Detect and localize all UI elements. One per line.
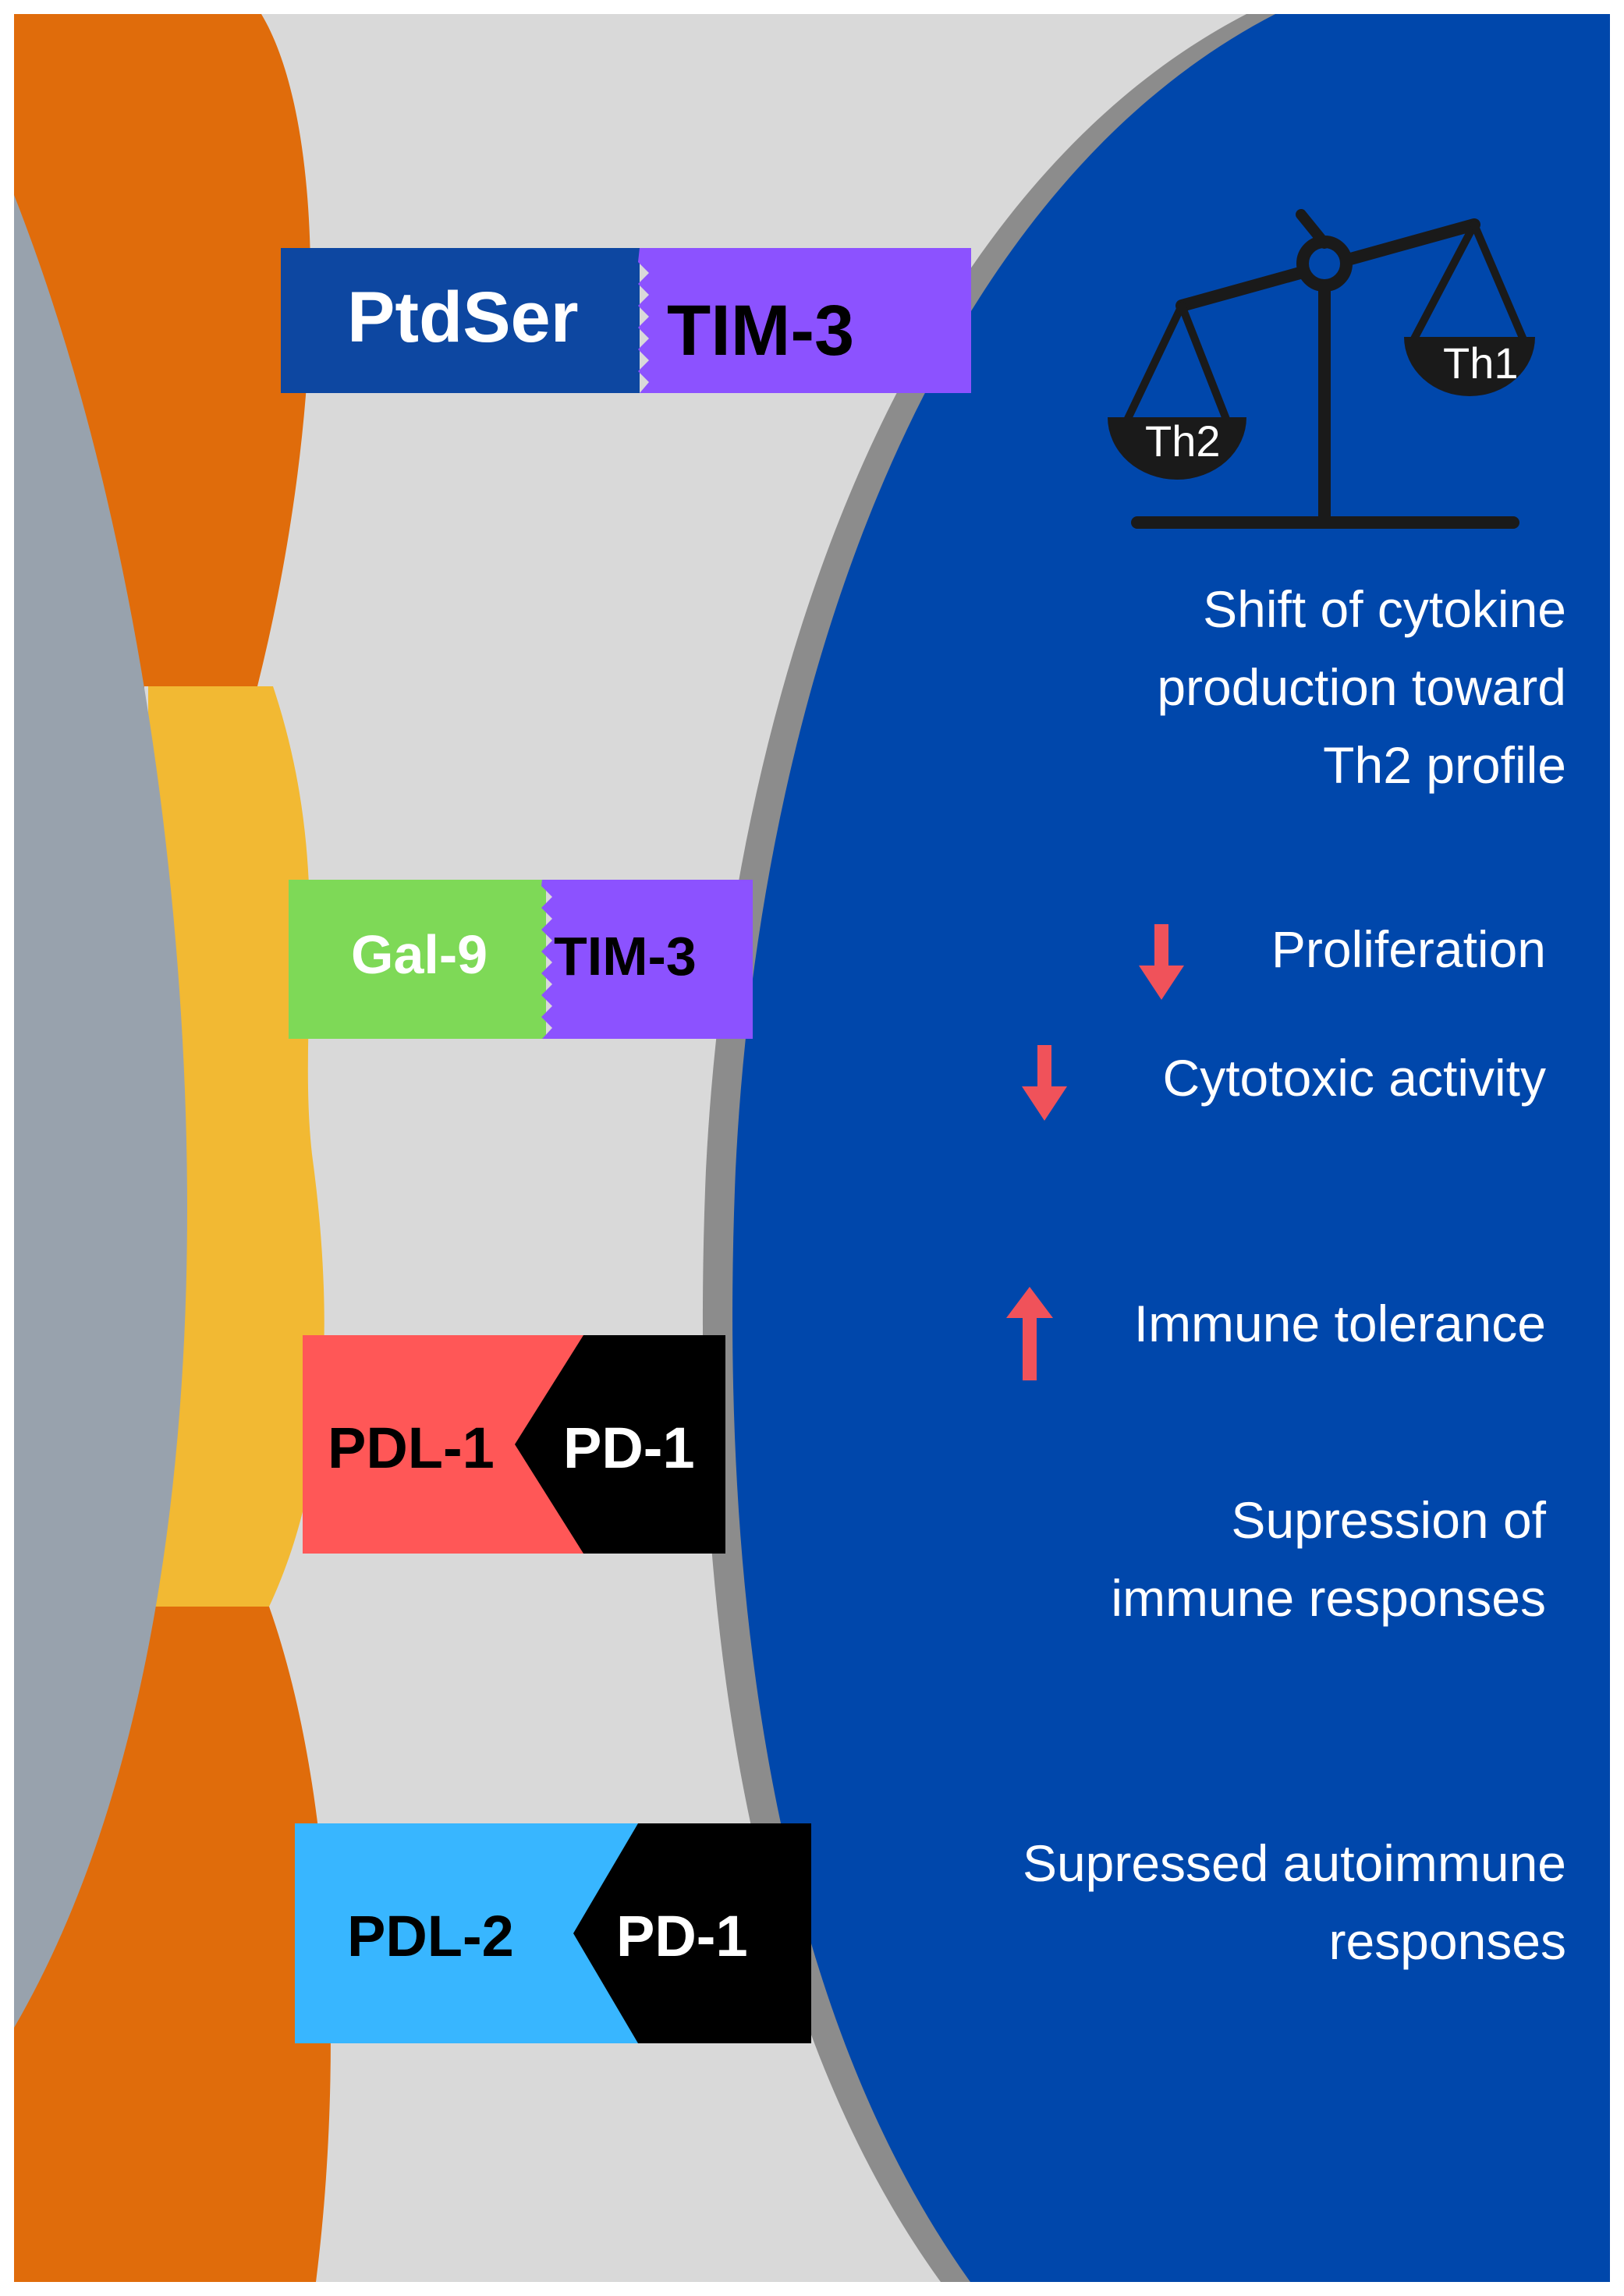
effect-line: immune responses xyxy=(1111,1569,1546,1627)
pdl1-label: PDL-1 xyxy=(328,1416,495,1480)
binding-gal9-tim3: Gal-9 TIM-3 xyxy=(289,880,753,1039)
tcell-body xyxy=(732,14,1610,2282)
tim3-receptor xyxy=(638,248,971,393)
down-arrow-icon xyxy=(1022,1045,1067,1121)
gal9-ligand xyxy=(289,880,546,1039)
apc-membrane-yellow xyxy=(148,686,324,1607)
effect-line: production toward xyxy=(1157,658,1566,716)
binding-ptdser-tim3: PtdSer TIM-3 xyxy=(281,248,971,393)
up-arrow-icon xyxy=(1006,1287,1053,1380)
tim3-receptor xyxy=(541,880,753,1039)
effect-proliferation: Proliferation xyxy=(1139,920,1546,1000)
balance-scale-icon xyxy=(1108,209,1535,529)
tim3-label: TIM-3 xyxy=(554,926,697,987)
effect-autoimmune: Supressed autoimmune responses xyxy=(1023,1834,1566,1970)
scale-label-th1: Th1 xyxy=(1443,338,1519,388)
gal9-label: Gal-9 xyxy=(351,924,488,985)
pd1-receptor xyxy=(515,1335,725,1554)
ptdser-ligand xyxy=(281,248,640,393)
effect-label: Cytotoxic activity xyxy=(1163,1049,1546,1107)
effect-cytokine-shift: Shift of cytokine production toward Th2 … xyxy=(1157,580,1566,794)
effect-line: Th2 profile xyxy=(1323,736,1566,794)
effect-line: Supressed autoimmune xyxy=(1023,1834,1566,1892)
scale-label-th2: Th2 xyxy=(1145,416,1221,466)
effect-tolerance: Immune tolerance xyxy=(1006,1287,1546,1380)
binding-pdl1-pd1: PDL-1 PD-1 xyxy=(303,1335,725,1554)
effect-line: Shift of cytokine xyxy=(1203,580,1566,638)
pd1-label: PD-1 xyxy=(616,1904,748,1968)
ptdser-label: PtdSer xyxy=(347,278,579,357)
effect-suppression: Supression of immune responses xyxy=(1111,1491,1546,1627)
effect-line: Supression of xyxy=(1231,1491,1546,1549)
pd1-receptor xyxy=(573,1823,811,2043)
down-arrow-icon xyxy=(1139,924,1184,1000)
apc-core xyxy=(14,195,187,2028)
pdl2-label: PDL-2 xyxy=(347,1904,514,1968)
tim3-label: TIM-3 xyxy=(667,291,854,370)
effect-line: responses xyxy=(1328,1912,1566,1970)
effect-label: Immune tolerance xyxy=(1134,1295,1546,1352)
pd1-label: PD-1 xyxy=(563,1416,695,1480)
effect-label: Proliferation xyxy=(1271,920,1546,978)
binding-pdl2-pd1: PDL-2 PD-1 xyxy=(295,1823,811,2043)
effect-cytotoxic: Cytotoxic activity xyxy=(1022,1045,1546,1121)
